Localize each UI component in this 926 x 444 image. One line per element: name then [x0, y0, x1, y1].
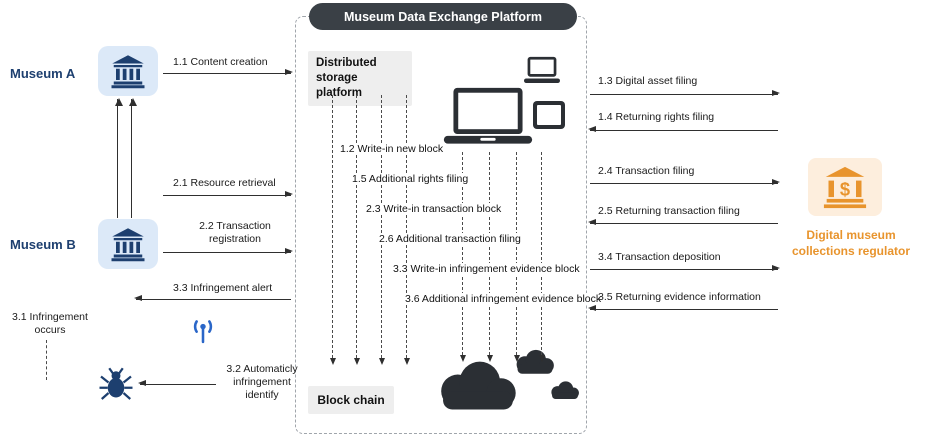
regulator-icon-box: $: [808, 158, 882, 216]
museum-icon: [111, 228, 145, 262]
flow-label-transaction-filing: 2.4 Transaction filing: [598, 165, 695, 177]
blockchain-write-line: [460, 152, 466, 362]
flow-label-infringement-alert: 3.3 Infringement alert: [173, 282, 273, 294]
arrow-resource-retrieval: [163, 191, 293, 198]
blockchain-write-line: [404, 95, 410, 365]
flow-label-returning-transaction-filing: 2.5 Returning transaction filing: [598, 205, 740, 217]
flow-label-digital-asset-filing: 1.3 Digital asset filing: [598, 75, 698, 87]
arrow-content-creation: [163, 69, 293, 76]
museum-a-label: Museum A: [10, 66, 76, 81]
arrow-infringement-alert: [134, 295, 291, 302]
arrow-returning-evidence-information: [588, 305, 778, 312]
blockchain-write-line: [330, 95, 336, 365]
flow-label-content-creation: 1.1 Content creation: [173, 56, 268, 68]
arrow-digital-asset-filing: [590, 90, 780, 97]
museum-b-to-a-arrow: [128, 98, 137, 218]
arrow-returning-transaction-filing: [588, 219, 778, 226]
flow-label-transaction-registration: 2.2 Transaction registration: [199, 220, 271, 246]
tablet-icon: [532, 100, 566, 130]
flow-label-resource-retrieval: 2.1 Resource retrieval: [173, 177, 276, 189]
arrow-transaction-deposition: [590, 265, 780, 272]
blockchain-label: Block chain: [308, 386, 394, 414]
laptop-icon: [440, 86, 536, 148]
blockchain-write-line: [354, 95, 360, 365]
flow-label-infringement-occurs: 3.1 Infringement occurs: [12, 311, 88, 337]
museum-b-label: Museum B: [10, 237, 76, 252]
arrow-transaction-filing: [590, 179, 780, 186]
storage-platform-label: Distributed storage platform: [308, 51, 412, 106]
bank-dollar-icon: $: [823, 166, 867, 209]
flow-label-returning-rights-filing: 1.4 Returning rights filing: [598, 111, 715, 123]
step-label-write-new-block: 1.2 Write-in new block: [337, 143, 447, 155]
infringement-occurs-line: [46, 340, 47, 380]
regulator-label: Digital museum collections regulator: [791, 228, 911, 258]
flow-label-auto-identify: 3.2 Automaticly infringement identify: [226, 363, 298, 402]
step-label-write-transaction: 2.3 Write-in transaction block: [363, 203, 505, 215]
cloud-icon: [432, 358, 524, 418]
cloud-icon: [512, 348, 558, 384]
flow-label-transaction-deposition: 3.4 Transaction deposition: [598, 251, 721, 263]
museum-b-to-a-arrow: [114, 98, 123, 218]
arrow-auto-identify: [138, 380, 216, 387]
flow-label-returning-evidence-information: 3.5 Returning evidence information: [598, 291, 761, 303]
arrow-returning-rights-filing: [588, 126, 778, 133]
step-label-write-infringement: 3.3 Write-in infringement evidence block: [390, 263, 583, 275]
museum-a-icon-box: [98, 46, 158, 96]
monitor-icon: [524, 56, 560, 86]
platform-title: Museum Data Exchange Platform: [309, 3, 577, 30]
bug-icon: [98, 366, 134, 402]
svg-text:$: $: [840, 178, 850, 199]
antenna-icon: [186, 313, 220, 347]
step-label-additional-transaction: 2.6 Additional transaction filing: [376, 233, 524, 245]
blockchain-write-line: [379, 95, 385, 365]
blockchain-write-line: [539, 152, 545, 362]
arrow-transaction-registration: [163, 248, 293, 255]
blockchain-write-line: [487, 152, 493, 362]
blockchain-write-line: [514, 152, 520, 362]
step-label-additional-infringement: 3.6 Additional infringement evidence blo…: [402, 293, 605, 305]
museum-b-icon-box: [98, 219, 158, 269]
museum-icon: [111, 55, 145, 89]
cloud-icon: [548, 380, 582, 408]
step-label-additional-rights: 1.5 Additional rights filing: [349, 173, 472, 185]
